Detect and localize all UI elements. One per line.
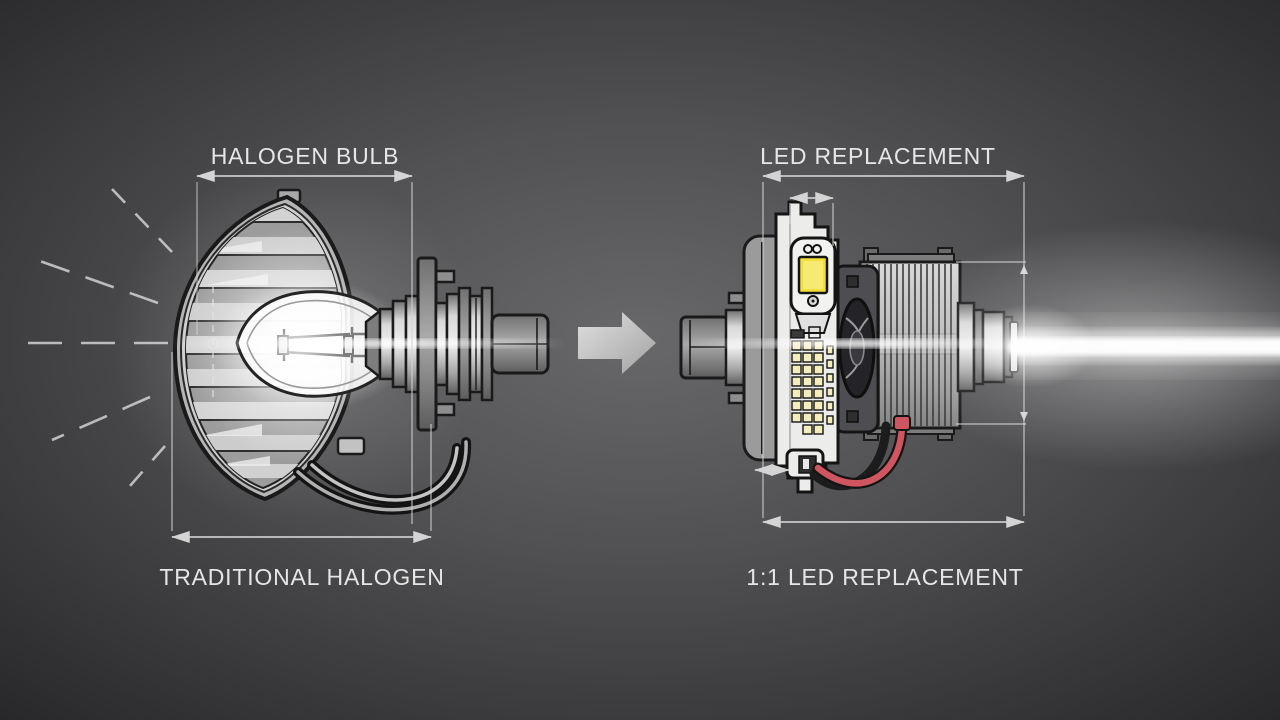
- led-chip-width-dimension: [789, 192, 834, 246]
- arrow-right-icon: [578, 312, 656, 374]
- led-driver-board: [774, 200, 840, 494]
- led-caption: 1:1 LED REPLACEMENT: [746, 564, 1023, 590]
- led-chip: [789, 236, 837, 334]
- halogen-bottom-dimension: [171, 352, 432, 543]
- halogen-wires: [293, 437, 472, 515]
- halogen-lens-flare: [170, 339, 566, 348]
- led-dimension-label: LED REPLACEMENT: [760, 143, 996, 169]
- halogen-bulb-illustration: [110, 165, 566, 525]
- power-wire: [809, 415, 911, 491]
- halogen-top-dimension: [196, 170, 413, 524]
- light-beam: [890, 221, 1280, 471]
- halogen-dimension-label: HALOGEN BULB: [211, 143, 400, 169]
- halogen-caption: TRADITIONAL HALOGEN: [159, 564, 444, 590]
- led-lens-flare: [688, 339, 1024, 348]
- cooling-fan-icon: [832, 264, 880, 434]
- led-replacement-illustration: [679, 200, 1024, 494]
